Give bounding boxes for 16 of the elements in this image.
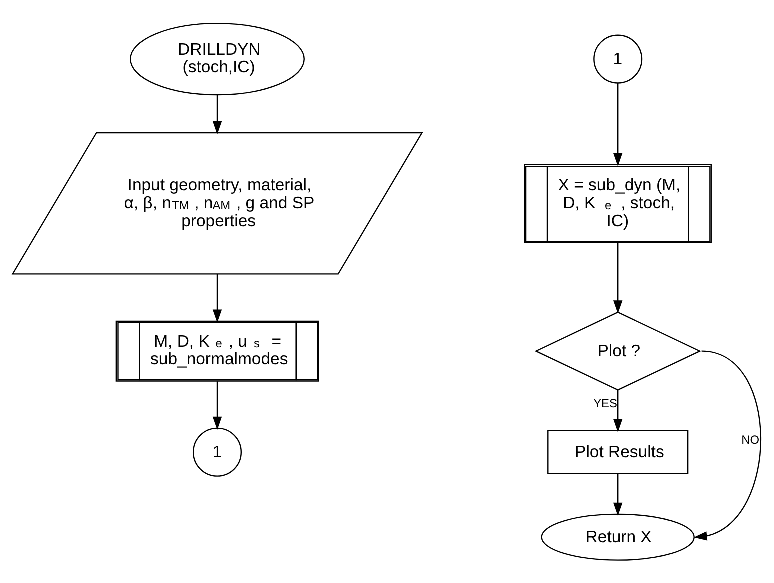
arrow [614, 474, 623, 516]
node-diamond: Plot ? [534, 311, 702, 390]
arrow [212, 381, 222, 430]
node-circle: 1 [192, 427, 242, 476]
arrow [694, 350, 762, 540]
node-ellipse: Return X [541, 513, 695, 560]
arrow [614, 242, 623, 314]
arrow [212, 274, 222, 322]
node-box: Plot Results [548, 430, 689, 474]
edge-label: NO [742, 432, 760, 447]
arrow [212, 94, 222, 134]
node-circle: 1 [594, 34, 643, 84]
arrow [614, 82, 623, 166]
edge-label: YES [594, 396, 618, 410]
node-ellipse: DRILLDYN (stoch,IC) [130, 22, 305, 96]
arrow [614, 390, 623, 432]
